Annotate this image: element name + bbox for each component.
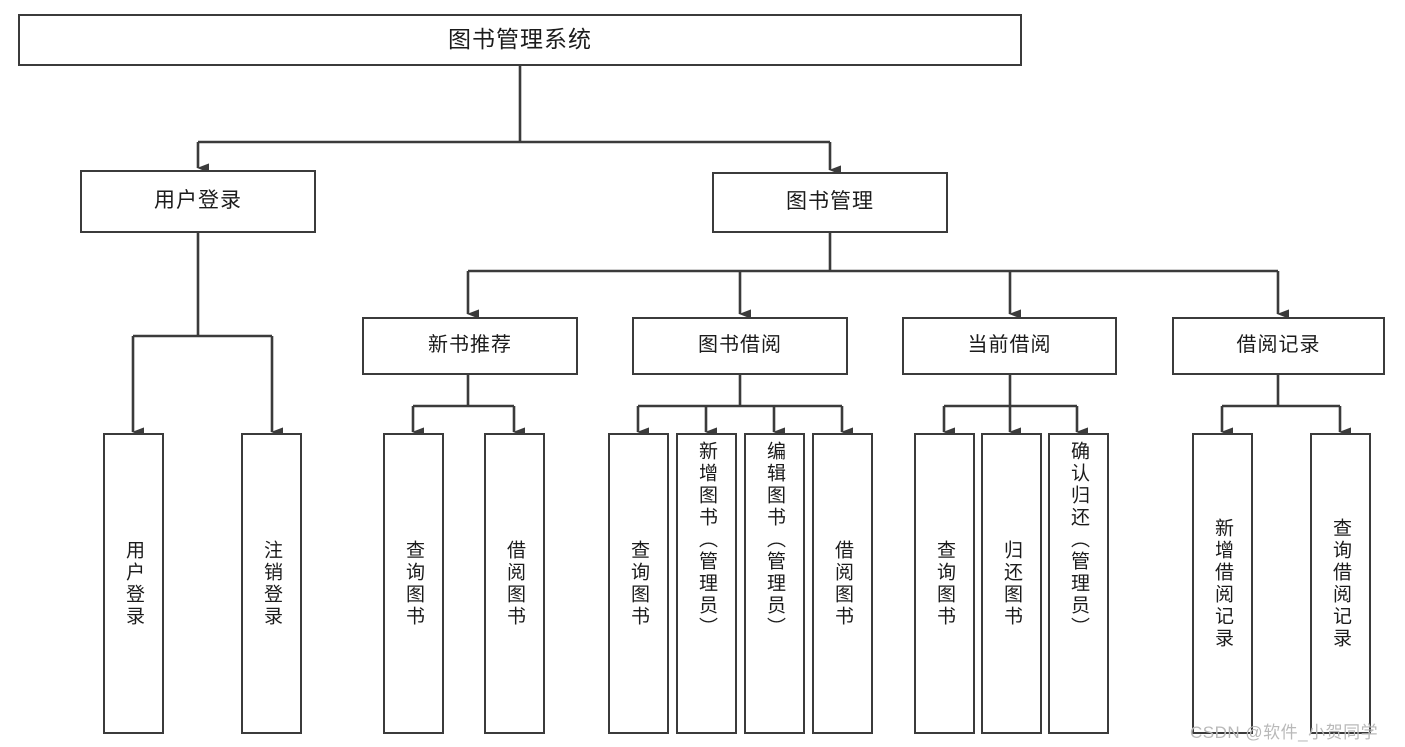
node-leaf-query-book-borrow-label: 查询图书 (628, 539, 649, 628)
node-leaf-confirm-return-admin-label: 确认归还（管理员） (1068, 441, 1089, 639)
node-root[interactable]: 图书管理系统 (18, 14, 1022, 66)
node-leaf-edit-book-admin[interactable]: 编辑图书（管理员） (744, 433, 805, 734)
node-user-login[interactable]: 用户登录 (80, 170, 316, 233)
node-new-book-recommend[interactable]: 新书推荐 (362, 317, 578, 375)
node-book-borrow[interactable]: 图书借阅 (632, 317, 848, 375)
node-leaf-user-login[interactable]: 用户登录 (103, 433, 164, 734)
node-leaf-query-borrow-record-label: 查询借阅记录 (1330, 517, 1351, 650)
node-leaf-borrow-book-borrow-label: 借阅图书 (832, 539, 853, 628)
node-book-manage[interactable]: 图书管理 (712, 172, 948, 233)
node-current-borrow-label: 当前借阅 (967, 334, 1052, 357)
node-leaf-add-book-admin-label: 新增图书（管理员） (696, 441, 717, 639)
node-leaf-query-borrow-record[interactable]: 查询借阅记录 (1310, 433, 1371, 734)
csdn-watermark: CSDN @软件_小贺同学 (1190, 723, 1379, 742)
node-leaf-borrow-book-borrow[interactable]: 借阅图书 (812, 433, 873, 734)
node-leaf-borrow-book-new[interactable]: 借阅图书 (484, 433, 545, 734)
node-leaf-add-borrow-record-label: 新增借阅记录 (1212, 517, 1233, 650)
node-leaf-add-book-admin[interactable]: 新增图书（管理员） (676, 433, 737, 734)
node-book-borrow-label: 图书借阅 (698, 334, 782, 357)
node-leaf-borrow-book-new-label: 借阅图书 (504, 539, 525, 628)
node-leaf-logout-label: 注销登录 (261, 539, 282, 628)
node-leaf-query-book-current-label: 查询图书 (934, 539, 955, 628)
node-leaf-query-book-current[interactable]: 查询图书 (914, 433, 975, 734)
node-leaf-return-book-label: 归还图书 (1001, 539, 1022, 628)
node-leaf-add-borrow-record[interactable]: 新增借阅记录 (1192, 433, 1253, 734)
node-leaf-edit-book-admin-label: 编辑图书（管理员） (764, 441, 785, 639)
node-leaf-return-book[interactable]: 归还图书 (981, 433, 1042, 734)
node-user-login-label: 用户登录 (154, 189, 242, 213)
node-leaf-logout[interactable]: 注销登录 (241, 433, 302, 734)
node-leaf-query-book-new[interactable]: 查询图书 (383, 433, 444, 734)
node-leaf-query-book-borrow[interactable]: 查询图书 (608, 433, 669, 734)
node-current-borrow[interactable]: 当前借阅 (902, 317, 1117, 375)
node-root-label: 图书管理系统 (448, 26, 592, 53)
node-borrow-record-label: 借阅记录 (1236, 334, 1321, 357)
node-leaf-user-login-label: 用户登录 (123, 539, 144, 628)
node-new-book-recommend-label: 新书推荐 (428, 334, 512, 357)
node-book-manage-label: 图书管理 (786, 190, 874, 214)
node-borrow-record[interactable]: 借阅记录 (1172, 317, 1385, 375)
node-leaf-query-book-new-label: 查询图书 (403, 539, 424, 628)
node-leaf-confirm-return-admin[interactable]: 确认归还（管理员） (1048, 433, 1109, 734)
